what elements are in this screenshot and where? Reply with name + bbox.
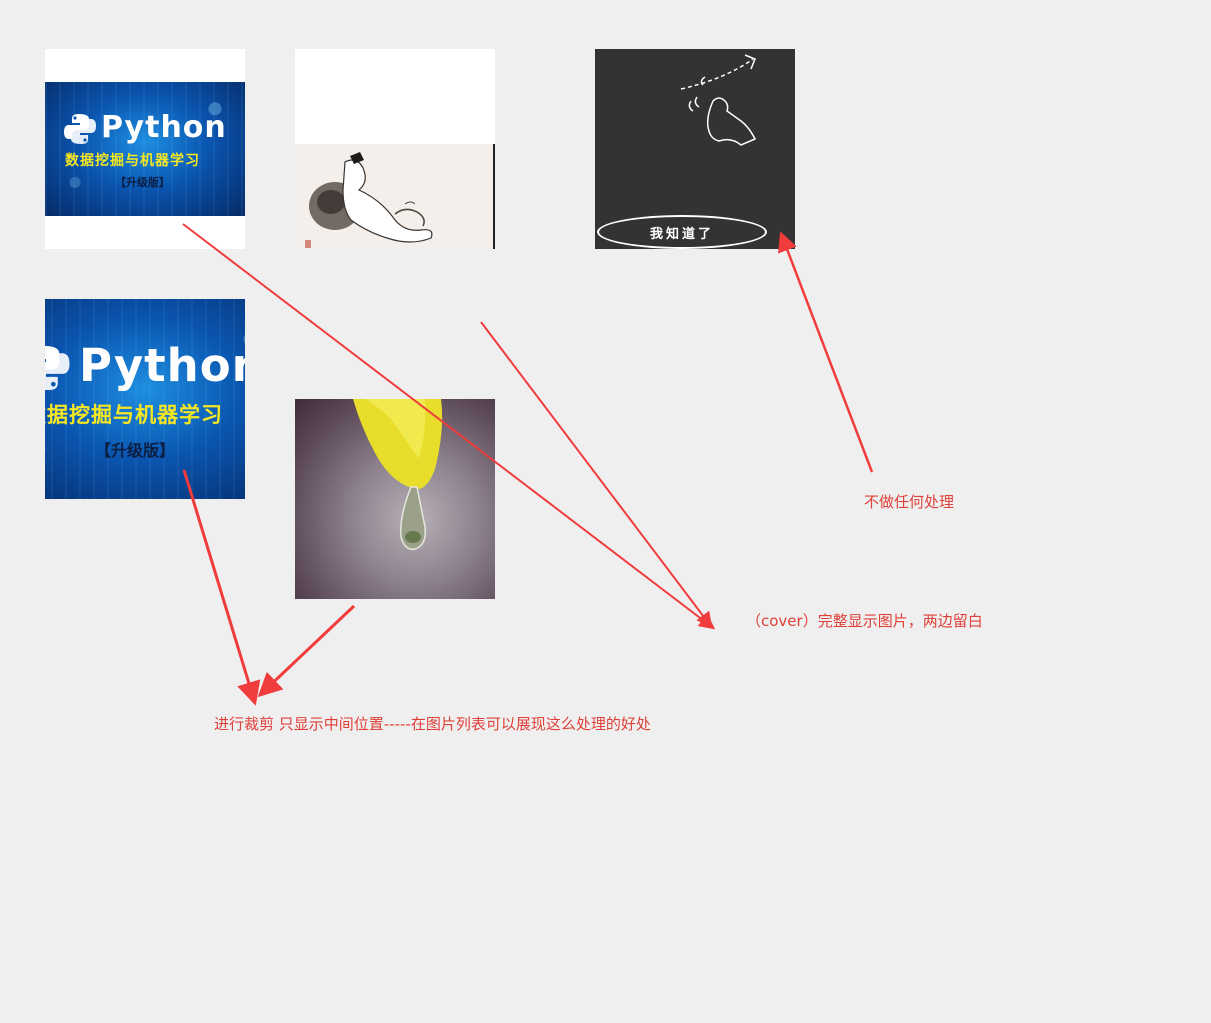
got-it-button[interactable]: 我知道了 [597, 215, 767, 249]
python-tag: 【升级版】 [95, 441, 176, 460]
arrow-line [257, 604, 356, 698]
python-title: Python [101, 110, 227, 145]
image-guide-original: 我知道了 [595, 49, 795, 249]
python-logo-icon [45, 345, 70, 391]
python-banner-image: Python 数据挖掘与机器学习 【升级版】 [45, 82, 245, 216]
python-banner-image: Python 数据挖掘与机器学习 【升级版】 [45, 299, 245, 499]
arrow-line [778, 231, 874, 473]
ink-painting-image [295, 144, 495, 249]
python-title: Python [79, 339, 245, 392]
python-subtitle: 数据挖掘与机器学习 [65, 153, 200, 169]
image-ink-painting-contain [295, 49, 495, 249]
image-python-cover: Python 数据挖掘与机器学习 【升级版】 [45, 299, 245, 499]
python-tag: 【升级版】 [115, 176, 170, 189]
annotation-no-processing: 不做任何处理 [864, 493, 955, 511]
image-flower-drop-cover [295, 399, 495, 599]
image-python-contain: Python 数据挖掘与机器学习 【升级版】 [45, 49, 245, 249]
water-drop-icon [353, 399, 443, 550]
arrow-line [182, 223, 716, 630]
annotation-crop: 进行裁剪 只显示中间位置-----在图片列表可以展现这么处理的好处 [214, 715, 651, 733]
annotation-contain: （cover）完整显示图片，两边留白 [746, 612, 983, 630]
ink-figure-icon [305, 152, 433, 248]
python-subtitle: 数据挖掘与机器学习 [45, 403, 223, 427]
swipe-hand-icon [680, 54, 757, 146]
arrow-line [480, 321, 713, 629]
python-logo-icon [64, 114, 96, 144]
arrow-line [182, 469, 261, 706]
